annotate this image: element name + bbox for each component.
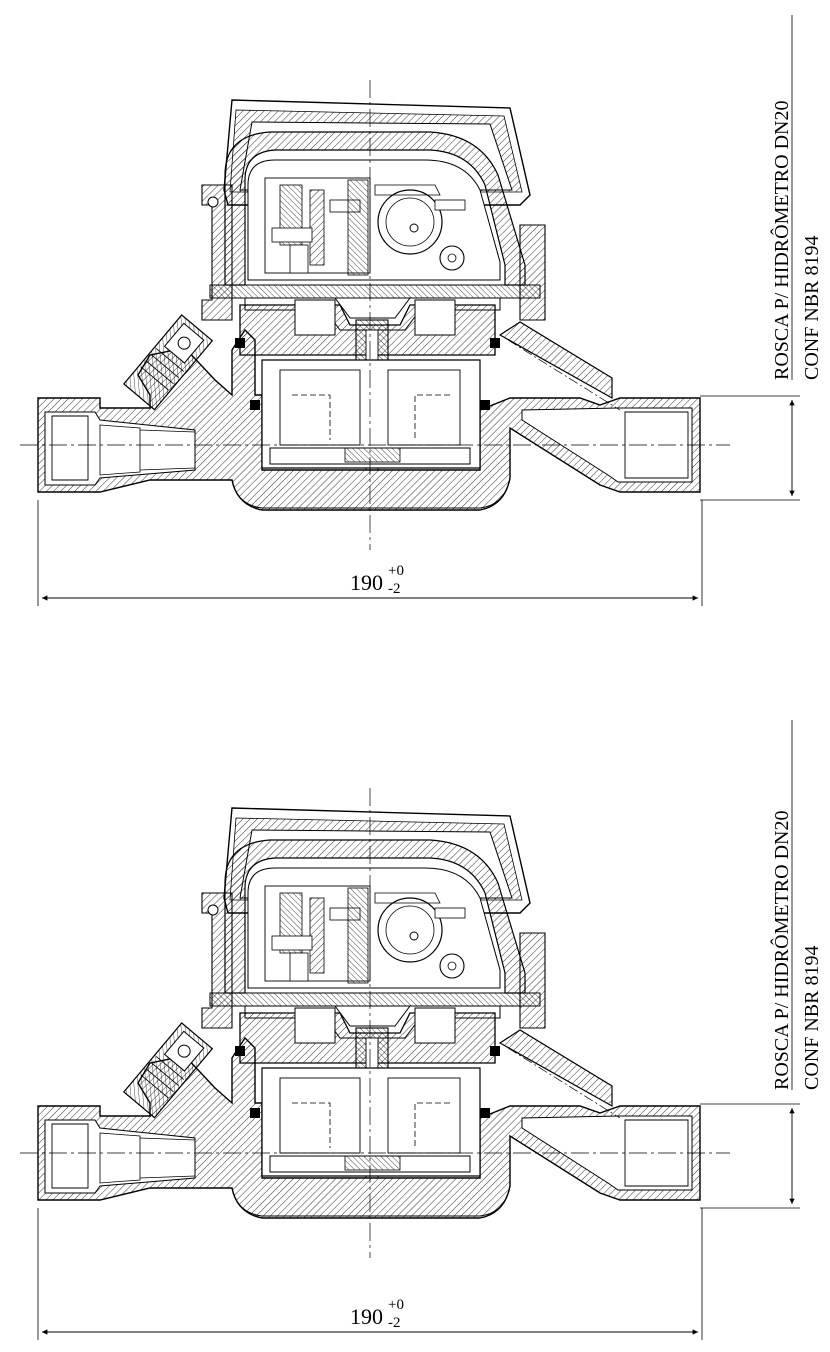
dimension-value: 190 bbox=[350, 1304, 383, 1329]
side-label-line1: ROSCA P/ HIDRÔMETRO DN20 bbox=[769, 101, 793, 380]
side-label-line2: CONF NBR 8194 bbox=[801, 236, 823, 380]
side-label-line2: CONF NBR 8194 bbox=[801, 946, 823, 1090]
meter-section-1 bbox=[19, 79, 731, 551]
drawing-2: ROSCA P/ HIDRÔMETRO DN20 CONF NBR 8194 1… bbox=[19, 720, 823, 1340]
meter-section-2 bbox=[19, 787, 731, 1259]
dimension-upper-tolerance: +0 bbox=[388, 1297, 404, 1313]
dimension-upper-tolerance: +0 bbox=[388, 563, 404, 579]
dimension-lower-tolerance: -2 bbox=[388, 581, 401, 597]
side-label-line1: ROSCA P/ HIDRÔMETRO DN20 bbox=[769, 811, 793, 1090]
dimension-lower-tolerance: -2 bbox=[388, 1315, 401, 1331]
drawing-1: ROSCA P/ HIDRÔMETRO DN20 CONF NBR 8194 1… bbox=[19, 15, 823, 606]
dimension-value: 190 bbox=[350, 570, 383, 595]
